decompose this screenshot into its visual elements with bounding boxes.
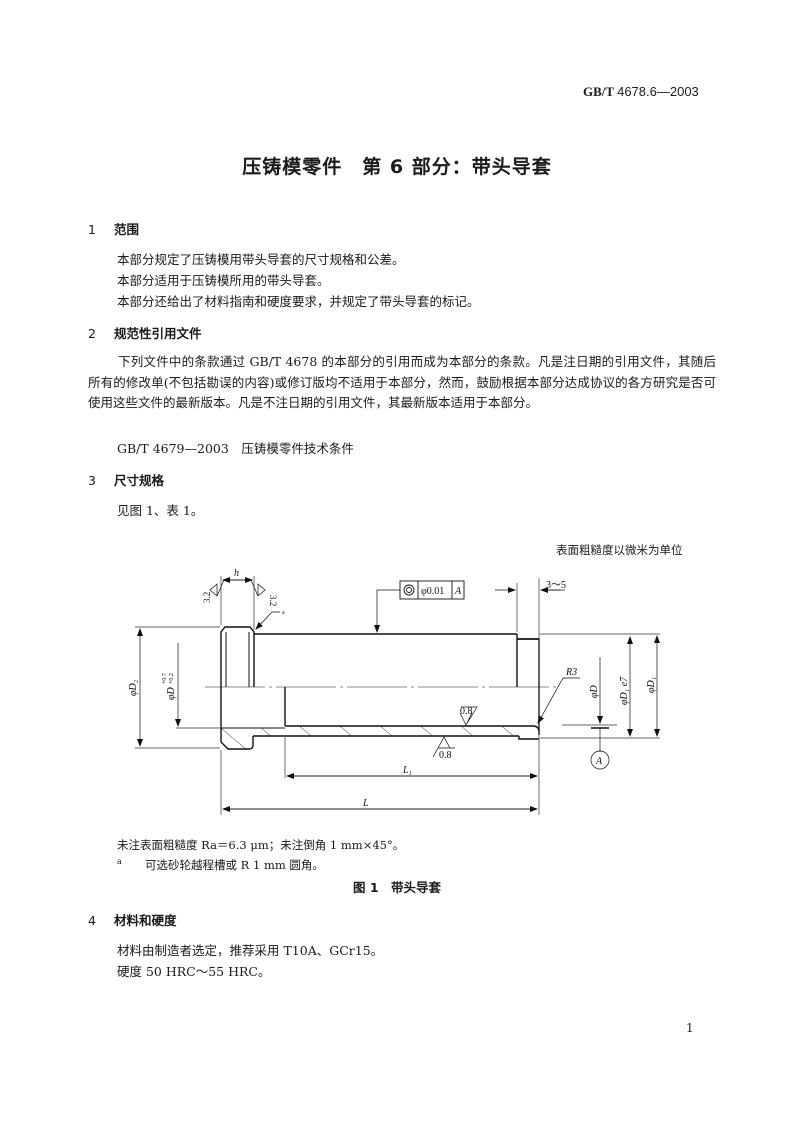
svg-text:3～5: 3～5 — [546, 580, 566, 591]
section-3-heading: 3 尺寸规格 — [88, 470, 164, 489]
page-number: 1 — [686, 1021, 694, 1035]
svg-text:3.2: 3.2 — [268, 595, 278, 606]
geometric-tolerance-frame: φ0.01 A — [399, 580, 465, 600]
section-title: 尺寸规格 — [114, 473, 165, 488]
svg-text:φD₂: φD₂ — [128, 679, 139, 696]
section-4-para-1: 材料由制造者选定，推荐采用 T10A、GCr15。 — [117, 943, 384, 958]
svg-text:h: h — [234, 568, 239, 579]
roughness-symbol-bore — [459, 706, 478, 726]
svg-text:φ0.01: φ0.01 — [421, 586, 444, 597]
svg-text:+0.7: +0.7 — [162, 673, 168, 684]
page-title: 压铸模零件 第 6 部分：带头导套 — [242, 156, 552, 178]
svg-text:L₁: L₁ — [402, 765, 412, 776]
section-3-para-1: 见图 1、表 1。 — [117, 503, 204, 518]
svg-text:0.8: 0.8 — [439, 750, 452, 761]
section-number: 1 — [88, 222, 96, 237]
section-title: 材料和硬度 — [114, 913, 177, 928]
figure-unit-note: 表面粗糙度以微米为单位 — [556, 543, 683, 557]
roughness-symbol-outer — [432, 736, 455, 758]
svg-text:R3: R3 — [565, 667, 577, 678]
section-1-para-2: 本部分适用于压铸模所用的带头导套。 — [117, 273, 330, 288]
section-title: 规范性引用文件 — [114, 326, 202, 341]
section-number: 3 — [88, 473, 96, 488]
svg-text:φD₁ e7: φD₁ e7 — [619, 676, 630, 705]
section-1-para-1: 本部分规定了压铸模用带头导套的尺寸规格和公差。 — [117, 252, 405, 267]
svg-text:φD₁: φD₁ — [646, 677, 657, 693]
standard-number: GB/T 4678.6—2003 — [583, 84, 699, 100]
svg-text:L: L — [362, 798, 369, 809]
concentricity-icon — [403, 584, 415, 596]
section-1-heading: 1 范围 — [88, 219, 139, 238]
svg-text:3.2: 3.2 — [202, 592, 212, 603]
svg-text:+0.2: +0.2 — [169, 673, 175, 684]
svg-text:φD: φD — [166, 686, 177, 700]
svg-text:A: A — [454, 586, 462, 597]
section-1-para-3: 本部分还给出了材料指南和硬度要求，并规定了带头导套的标记。 — [117, 294, 480, 309]
footnote-text: 可选砂轮越程槽或 R 1 mm 圆角。 — [145, 858, 324, 872]
standard-number-value: 4678.6—2003 — [617, 84, 699, 99]
section-title: 范围 — [114, 222, 140, 237]
footnote-marker: a — [117, 857, 122, 867]
figure-footnote: a 可选砂轮越程槽或 R 1 mm 圆角。 — [117, 857, 324, 873]
section-4-heading: 4 材料和硬度 — [88, 910, 177, 929]
standard-prefix: GB/T — [583, 84, 614, 99]
figure-caption: 图 1 带头导套 — [352, 880, 442, 895]
section-2-reference: GB/T 4679—2003 压铸模零件技术条件 — [117, 441, 354, 456]
svg-text:a: a — [282, 610, 285, 616]
svg-text:φD: φD — [589, 684, 600, 698]
figure-note-1: 未注表面粗糙度 Ra＝6.3 μm；未注倒角 1 mm×45°。 — [117, 838, 405, 852]
svg-text:0.8: 0.8 — [460, 706, 473, 717]
section-4-para-2: 硬度 50 HRC～55 HRC。 — [117, 964, 271, 979]
roughness-symbol-right — [250, 579, 266, 597]
section-2-para-1: 下列文件中的条款通过 GB/T 4678 的本部分的引用而成为本部分的条款。凡是… — [88, 354, 716, 410]
roughness-symbol-left — [209, 579, 225, 597]
section-number: 4 — [88, 913, 96, 928]
section-number: 2 — [88, 326, 96, 341]
section-2-heading: 2 规范性引用文件 — [88, 323, 202, 342]
svg-text:A: A — [595, 756, 603, 767]
